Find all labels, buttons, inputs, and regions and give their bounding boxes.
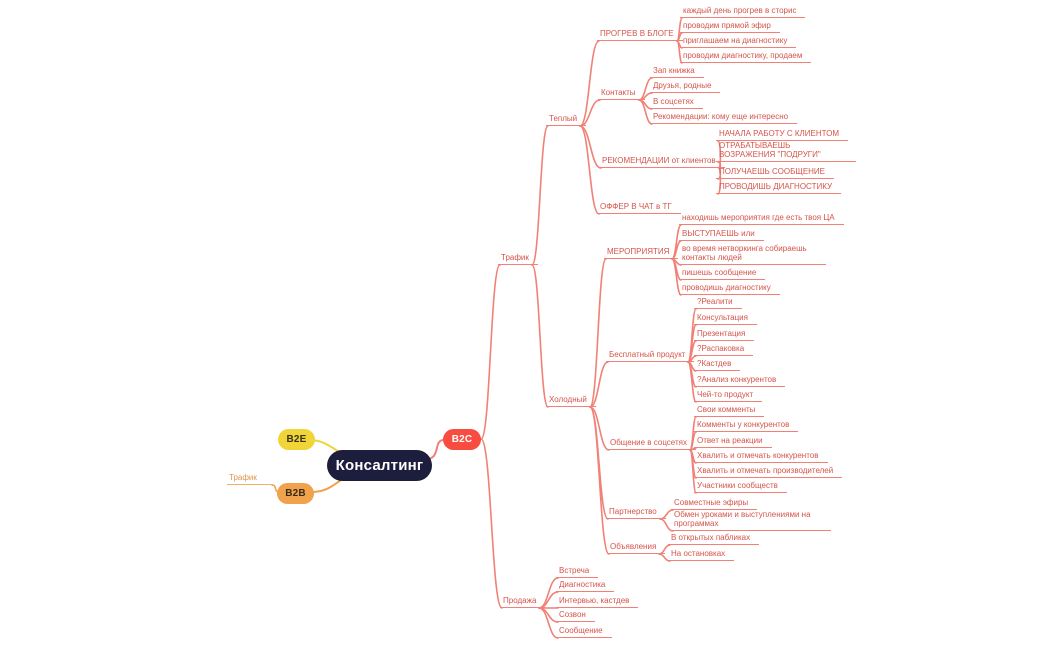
mindmap-leaf-node[interactable]: во время нетворкинга собираешь контакты … [679, 244, 826, 265]
mindmap-leaf-node[interactable]: пишешь сообщение [679, 268, 766, 280]
mindmap-branch-node[interactable]: Холодный [546, 395, 596, 407]
mindmap-leaf-node[interactable]: приглашаем на диагностику [680, 36, 797, 48]
mindmap-leaf-node[interactable]: Рекомендации: кому еще интересно [650, 112, 798, 124]
mindmap-leaf-node[interactable]: проводим диагностику, продаем [680, 51, 812, 63]
mindmap-leaf-node[interactable]: Созвон [556, 610, 595, 622]
mindmap-leaf-node[interactable]: Хвалить и отмечать производителей [694, 466, 843, 478]
mindmap-leaf-node[interactable]: ОФФЕР В ЧАТ в ТГ [597, 202, 681, 214]
mindmap-leaf-node[interactable]: Друзья, родные [650, 81, 721, 93]
connector-line [531, 264, 549, 408]
mindmap-leaf-node[interactable]: ВЫСТУПАЕШЬ или [679, 229, 764, 241]
connector-line [480, 438, 503, 609]
mindmap-leaf-node[interactable]: Хвалить и отмечать конкурентов [694, 451, 828, 463]
connector-line [579, 40, 600, 127]
mindmap-branch-node[interactable]: Партнерство [606, 507, 666, 519]
mindmap-leaf-node[interactable]: В открытых пабликах [668, 533, 760, 545]
mindmap-leaf-node[interactable]: В соцсетях [650, 97, 703, 109]
mindmap-leaf-node[interactable]: ?Реалити [694, 297, 742, 309]
mindmap-leaf-node[interactable]: Совместные эфиры [671, 498, 758, 510]
connector-line [589, 361, 609, 408]
connector-line [538, 607, 559, 639]
mindmap-branch-node[interactable]: Общение в соцсетях [607, 438, 696, 450]
mindmap-leaf-node[interactable]: Консультация [694, 313, 757, 325]
mindmap-leaf-node[interactable]: Чей-то продукт [694, 390, 763, 402]
mindmap-leaf-node[interactable]: проводишь диагностику [679, 283, 780, 295]
mindmap-branch-node[interactable]: МЕРОПРИЯТИЯ [604, 247, 679, 259]
node-b2e[interactable]: B2E [278, 429, 315, 450]
mindmap-leaf-node[interactable]: На остановках [668, 549, 735, 561]
mindmap-leaf-node[interactable]: ?Кастдев [694, 359, 741, 371]
mindmap-leaf-node[interactable]: Интервью, кастдев [556, 596, 639, 608]
mindmap-branch-node[interactable]: Бесплатный продукт [606, 350, 695, 362]
connector-line [589, 406, 610, 555]
mindmap-leaf-node[interactable]: Участники сообществ [694, 481, 787, 493]
mindmap-leaf-node[interactable]: ПОЛУЧАЕШЬ СООБЩЕНИЕ [716, 167, 835, 179]
node-b2b[interactable]: B2B [277, 483, 314, 504]
mindmap-leaf-node[interactable]: ПРОВОДИШЬ ДИАГНОСТИКУ [716, 182, 842, 194]
mindmap-leaf-node[interactable]: проводим прямой эфир [680, 21, 780, 33]
mindmap-leaf-node[interactable]: находишь мероприятия где есть твоя ЦА [679, 213, 844, 225]
mindmap-leaf-node[interactable]: ?Распаковка [694, 344, 754, 356]
mindmap-leaf-node[interactable]: Встреча [556, 566, 599, 578]
mindmap-branch-node[interactable]: РЕКОМЕНДАЦИИ от клиентов [599, 156, 725, 168]
mindmap-leaf-node[interactable]: ?Анализ конкурентов [694, 375, 786, 387]
mindmap-leaf-node[interactable]: Сообщение [556, 626, 612, 638]
mindmap-leaf-node[interactable]: каждый день прогрев в сторис [680, 6, 806, 18]
mindmap-leaf-node[interactable]: Свои комменты [694, 405, 765, 417]
connector-line [531, 125, 549, 266]
connector-line [480, 264, 501, 440]
mindmap-leaf-node[interactable]: Зап книжка [650, 66, 704, 78]
connector-line [579, 125, 600, 215]
connector-line [589, 258, 607, 408]
node-b2c[interactable]: B2C [443, 429, 481, 450]
mindmap-leaf-node[interactable]: ОТРАБАТЫВАЕШЬ ВОЗРАЖЕНИЯ "ПОДРУГИ" [716, 141, 856, 162]
connector-line [671, 258, 682, 296]
mindmap-leaf-node[interactable]: Обмен уроками и выступлениями на програм… [671, 510, 831, 531]
mindmap-branch-node[interactable]: ПРОГРЕВ В БЛОГЕ [597, 29, 683, 41]
node-trafik-left[interactable]: Трафик [227, 473, 273, 485]
mindmap-branch-node[interactable]: Контакты [598, 88, 645, 100]
mindmap-branch-node[interactable]: Объявления [607, 542, 666, 554]
mindmap-branch-node[interactable]: Теплый [546, 114, 587, 126]
mindmap-leaf-node[interactable]: Комменты у конкурентов [694, 420, 799, 432]
connector-line [687, 361, 697, 403]
mindmap-leaf-node[interactable]: Презентация [694, 329, 755, 341]
connector-line [428, 439, 444, 460]
mindmap-branch-node[interactable]: Трафик [498, 253, 538, 265]
mindmap-leaf-node[interactable]: НАЧАЛА РАБОТУ С КЛИЕНТОМ [716, 129, 849, 141]
mindmap-leaf-node[interactable]: Ответ на реакции [694, 436, 772, 448]
mindmap-branch-node[interactable]: Продажа [500, 596, 546, 608]
mindmap-leaf-node[interactable]: Диагностика [556, 580, 615, 592]
central-topic[interactable]: Консалтинг [327, 450, 432, 481]
connector-line [689, 449, 697, 494]
